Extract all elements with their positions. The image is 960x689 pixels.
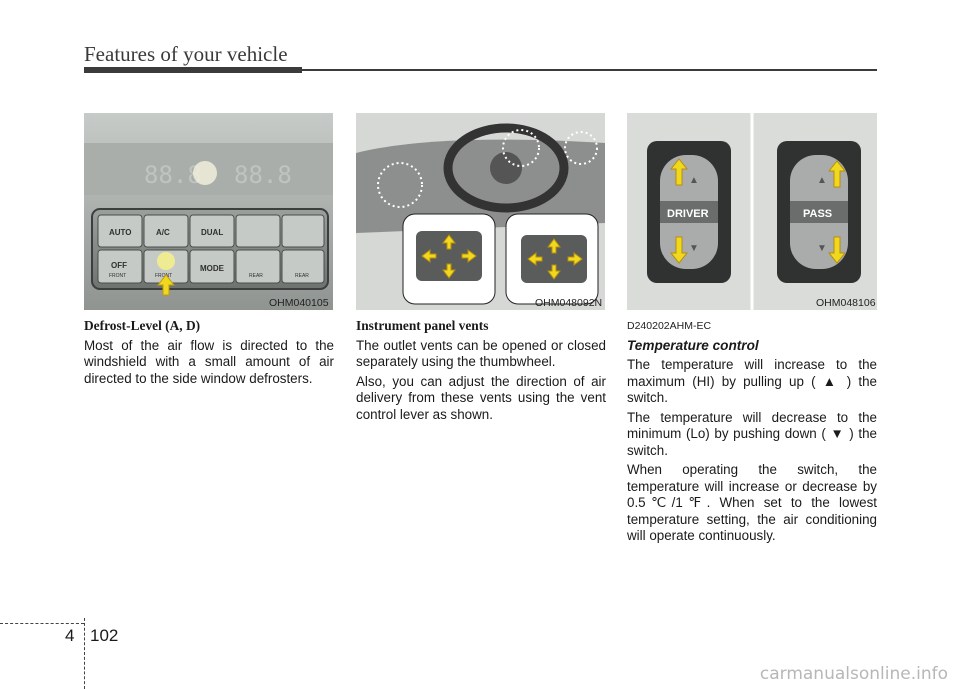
figure-temperature-switches: DRIVER PASS ▲ ▼ ▲ ▼ [627, 113, 877, 310]
figure-label: OHM040105 [269, 297, 329, 309]
footer-rule [0, 623, 84, 625]
temperature-switch-illustration: DRIVER PASS ▲ ▼ ▲ ▼ [627, 113, 877, 310]
svg-text:88.8: 88.8 [144, 161, 202, 189]
section-code: D240202AHM-EC [627, 320, 712, 332]
svg-text:▼: ▼ [689, 243, 699, 254]
svg-text:▼: ▼ [817, 243, 827, 254]
svg-text:DUAL: DUAL [201, 228, 223, 237]
column-defrost: Defrost-Level (A, D) Most of the air flo… [84, 318, 334, 390]
svg-text:OFF: OFF [111, 261, 127, 270]
svg-text:▲: ▲ [689, 175, 699, 186]
svg-text:REAR: REAR [295, 273, 309, 279]
svg-text:MODE: MODE [200, 264, 225, 273]
svg-text:DRIVER: DRIVER [667, 208, 709, 220]
page-header-title: Features of your vehicle [84, 42, 288, 66]
section-heading: Instrument panel vents [356, 318, 489, 333]
vents-illustration [356, 113, 605, 310]
svg-text:▲: ▲ [817, 175, 827, 186]
section-heading: Temperature control [627, 337, 759, 353]
figure-climate-panel: 88.8 88.8 AUTO A/C DUAL OFF MODE FRONT F… [84, 113, 333, 310]
footer-divider [84, 618, 86, 689]
column-vents: Instrument panel vents The outlet vents … [356, 318, 606, 426]
body-text: The temperature will increase to the max… [627, 357, 877, 405]
svg-text:A/C: A/C [156, 228, 170, 237]
column-temperature: D240202AHM-EC Temperature control The te… [627, 318, 877, 548]
figure-label: OHM048092N [535, 297, 603, 309]
figure-label: OHM048106 [816, 297, 876, 309]
svg-text:88.8: 88.8 [234, 161, 292, 189]
body-text: The outlet vents can be opened or closed… [356, 337, 606, 370]
page-number: 102 [90, 626, 119, 645]
figure-instrument-vents [356, 113, 605, 310]
svg-text:FRONT: FRONT [155, 273, 172, 279]
svg-text:FRONT: FRONT [109, 273, 126, 279]
climate-panel-illustration: 88.8 88.8 AUTO A/C DUAL OFF MODE FRONT F… [84, 113, 333, 310]
watermark: carmanualsonline.info [759, 664, 948, 684]
body-text: Also, you can adjust the direction of ai… [356, 373, 606, 422]
body-text: When operating the switch, the temperatu… [627, 462, 877, 543]
svg-text:PASS: PASS [803, 208, 832, 220]
header-rule [84, 67, 877, 73]
body-text: Most of the air flow is directed to the … [84, 337, 334, 386]
section-heading: Defrost-Level (A, D) [84, 318, 201, 333]
svg-text:REAR: REAR [249, 273, 263, 279]
chapter-number: 4 [65, 626, 75, 645]
body-text: The temperature will decrease to the min… [627, 409, 877, 458]
svg-text:AUTO: AUTO [109, 228, 132, 237]
